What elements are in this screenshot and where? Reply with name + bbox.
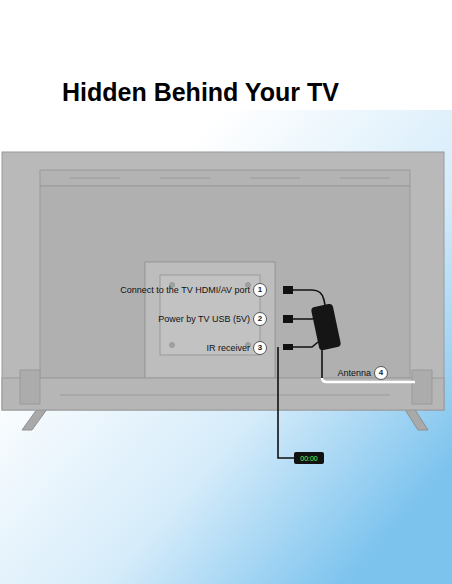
callout-number: 2 xyxy=(258,315,262,323)
callout-label: Connect to the TV HDMI/AV port xyxy=(120,286,250,295)
page-title: Hidden Behind Your TV xyxy=(62,78,339,107)
ir-receiver xyxy=(294,452,324,464)
display-readout: 00:00 xyxy=(300,455,318,462)
callout-label: Power by TV USB (5V) xyxy=(158,315,250,324)
callout-label: IR receiver xyxy=(206,344,250,353)
callout-number: 4 xyxy=(379,369,383,377)
callout-label: Antenna xyxy=(337,369,371,378)
converter-box xyxy=(311,303,342,351)
callout-circles xyxy=(254,284,388,380)
callout-number: 1 xyxy=(258,286,262,294)
callout-number: 3 xyxy=(258,344,262,352)
hdmi-plug xyxy=(283,286,293,294)
usb-plug xyxy=(283,315,293,323)
background-gradient xyxy=(0,110,452,584)
tv-back xyxy=(2,152,444,410)
ir-plug xyxy=(283,344,293,350)
antenna-cable xyxy=(322,378,415,382)
